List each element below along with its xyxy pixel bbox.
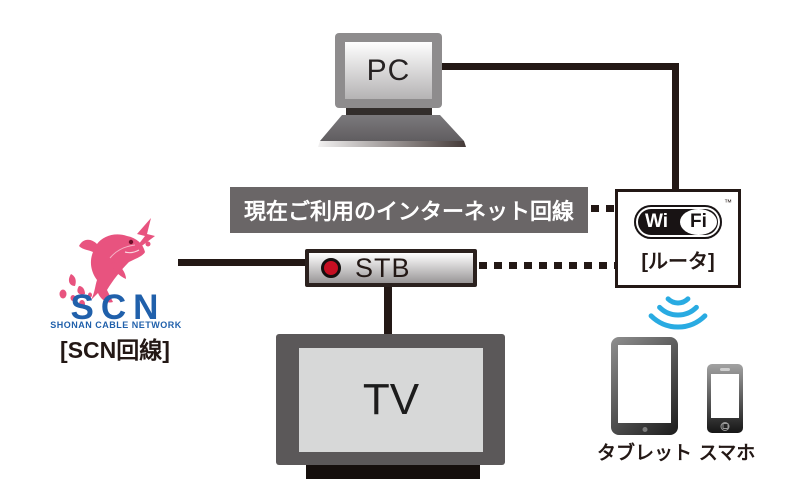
pc-label: PC [366, 53, 411, 87]
line-scn-to-stb [178, 259, 306, 266]
tablet-screen [618, 345, 671, 423]
internet-line-banner: 現在ご利用のインターネット回線 [230, 187, 588, 233]
smartphone-screen [711, 374, 739, 418]
pc-hinge [346, 108, 432, 115]
line-pc-to-router-horizontal [442, 63, 679, 70]
pc-keyboard-base [318, 115, 466, 147]
tv-screen: TV [299, 348, 483, 452]
scn-logo-text: SCN [70, 288, 166, 327]
dashed-line-stb-to-router [479, 262, 615, 269]
scn-logo-subtitle: SHONAN CABLE NETWORK [50, 320, 182, 330]
stb-record-dot-icon [321, 258, 341, 278]
scn-line-caption: [SCN回線] [60, 337, 170, 363]
tv-label: TV [362, 375, 420, 424]
smartphone-home-button [720, 421, 730, 431]
pc-screen: PC [345, 42, 432, 99]
tablet-home-button [642, 427, 647, 432]
wifi-logo-icon: Wi Fi ™ [634, 198, 732, 239]
wifi-waves-icon [648, 296, 708, 330]
dashed-line-banner-to-router [591, 205, 615, 212]
wifi-router-box: Wi Fi ™ [ルータ] [615, 189, 741, 288]
wifi-logo-fi: Fi [680, 209, 717, 235]
smartphone-icon [707, 364, 743, 433]
router-label: [ルータ] [641, 251, 715, 273]
smartphone-label: スマホ [698, 443, 756, 464]
wifi-trademark: ™ [724, 198, 732, 207]
stb-box: STB [305, 249, 477, 287]
tablet-icon [611, 337, 678, 435]
line-pc-to-router-vertical [672, 63, 679, 189]
internet-line-banner-text: 現在ご利用のインターネット回線 [243, 199, 574, 224]
line-stb-to-tv [384, 285, 392, 335]
tv-stand [306, 465, 480, 479]
stb-label: STB [355, 252, 411, 283]
scn-dolphin-logo-icon [59, 218, 155, 308]
tablet-label: タブレット [597, 443, 693, 464]
wifi-logo-wi: Wi [645, 211, 669, 232]
smartphone-speaker [720, 368, 730, 371]
